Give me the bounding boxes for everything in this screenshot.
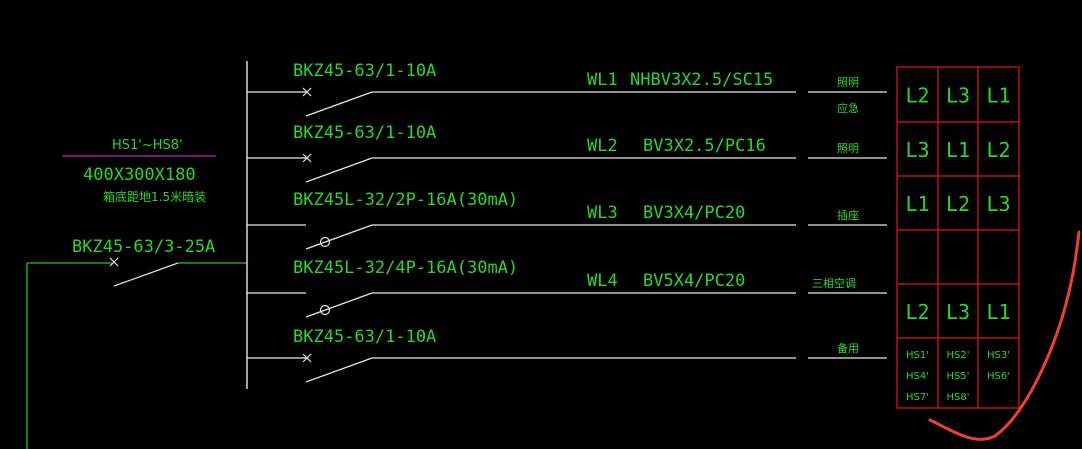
box-label: HS6' [987, 371, 1010, 382]
cable-spec: BV3X2.5/PC16 [643, 136, 766, 156]
main-feeder: BKZ45-63/3-25A [26, 237, 247, 449]
circuit-id: WL3 [587, 203, 618, 223]
box-label: HS8' [947, 392, 970, 403]
main-breaker-x-mark-b [109, 257, 119, 267]
phase-cell: L2 [946, 192, 970, 216]
circuit-2: BKZ45-63/1-10A WL2 BV3X2.5/PC16 照明 [247, 123, 887, 183]
circuit-4: BKZ45L-32/4P-16A(30mA) WL4 BV5X4/PC20 三相空调 [247, 258, 887, 318]
breaker-model: BKZ45L-32/4P-16A(30mA) [293, 258, 518, 278]
phase-cell: L2 [986, 138, 1010, 162]
breaker-x-mark-b [302, 153, 312, 163]
rcd-circle-mark [319, 236, 331, 248]
red-annotation-stroke [928, 230, 1081, 441]
circuit-use-label: 三相空调 [812, 276, 856, 290]
box-label: HS1' [906, 350, 929, 361]
breaker-x-mark-b [302, 87, 312, 97]
main-breaker-model: BKZ45-63/3-25A [72, 237, 215, 257]
breaker-blade [305, 357, 373, 383]
phase-cell: L3 [946, 84, 970, 108]
circuit-use-label: 照明 [837, 76, 859, 89]
box-label: HS7' [906, 392, 929, 403]
phase-cell: L1 [905, 192, 929, 216]
circuit-id: WL1 [587, 70, 618, 90]
phase-cell: L1 [946, 138, 970, 162]
breaker-model: BKZ45-63/1-10A [293, 327, 436, 347]
phase-cell: L1 [986, 84, 1010, 108]
circuit-use-label: 备用 [837, 341, 859, 355]
circuit-use-label: 照明 [837, 142, 859, 155]
cable-spec: BV3X4/PC20 [643, 203, 745, 223]
breaker-x-mark-b [302, 353, 312, 363]
breaker-model: BKZ45L-32/2P-16A(30mA) [293, 190, 518, 210]
circuit-3: BKZ45L-32/2P-16A(30mA) WL3 BV3X4/PC20 插座 [247, 190, 887, 250]
breaker-blade [305, 157, 373, 183]
circuit-id: WL4 [587, 271, 618, 291]
phase-cell: L3 [986, 192, 1010, 216]
circuit-use-label: 插座 [837, 208, 859, 222]
circuit-use-label: 应急 [837, 101, 859, 115]
table-border [896, 66, 1020, 409]
breaker-model: BKZ45-63/1-10A [293, 61, 436, 81]
box-label: HS5' [947, 371, 970, 382]
circuit-5: BKZ45-63/1-10A 备用 [247, 327, 887, 383]
panel-name: HS1'~HS8' [112, 138, 183, 153]
box-label: HS2' [947, 350, 970, 361]
panel-size: 400X300X180 [83, 165, 196, 185]
circuit-id: WL2 [587, 136, 618, 156]
cable-spec: NHBV3X2.5/SC15 [630, 70, 773, 90]
phase-cell: L2 [905, 300, 929, 324]
phase-cell: L3 [946, 300, 970, 324]
main-breaker-symbol [109, 257, 179, 287]
phase-cell: L2 [905, 84, 929, 108]
box-label: HS3' [987, 350, 1010, 361]
breaker-blade [305, 224, 373, 250]
cable-spec: BV5X4/PC20 [643, 271, 745, 291]
main-breaker-blade [113, 262, 179, 287]
panel-info: HS1'~HS8' 400X300X180 箱底距地1.5米暗装 [62, 138, 216, 204]
panel-mount-note: 箱底距地1.5米暗装 [103, 189, 206, 204]
phase-cell: L1 [986, 300, 1010, 324]
breaker-blade [305, 91, 373, 117]
rcd-circle-mark [319, 304, 331, 316]
breaker-model: BKZ45-63/1-10A [293, 123, 436, 143]
breaker-blade [305, 292, 373, 318]
phase-cell: L3 [905, 138, 929, 162]
box-label: HS4' [906, 371, 929, 382]
